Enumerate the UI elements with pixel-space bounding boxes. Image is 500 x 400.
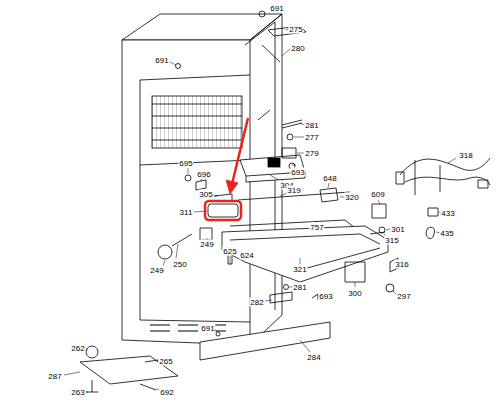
part-262 [86, 346, 98, 358]
callout-number: 319 [286, 186, 301, 195]
part-609 [372, 204, 386, 218]
callout-number: 311 [179, 208, 194, 217]
callout-number: 609 [370, 190, 385, 199]
callout-number: 691 [269, 4, 284, 13]
callout-number: 757 [309, 223, 324, 232]
part-695 [185, 175, 191, 181]
callout-number: 249 [199, 240, 214, 249]
callout-number: 696 [196, 170, 211, 179]
part-250 [172, 234, 192, 246]
callout-number: 250 [172, 260, 187, 269]
screw [176, 64, 181, 69]
part-433 [428, 208, 438, 216]
callout-number: 287 [47, 372, 62, 381]
callout-number: 262 [70, 344, 85, 353]
part-696 [196, 180, 206, 190]
callout-number: 297 [396, 292, 411, 301]
callout-number: 648 [322, 174, 337, 183]
callout-number: 277 [304, 133, 319, 142]
callout-number: 300 [347, 289, 362, 298]
evaporator-coil [152, 96, 242, 148]
callout-number: 693 [290, 168, 305, 177]
drain-pan [222, 226, 388, 282]
callout-number: 318 [458, 151, 473, 160]
part-311 [208, 204, 238, 217]
callout-number: 692 [159, 388, 174, 397]
callout-number: 281 [304, 121, 319, 130]
callout-number: 263 [70, 388, 85, 397]
highlight-box [205, 201, 241, 220]
part-249 [158, 245, 172, 259]
part-692 [140, 384, 156, 390]
bracket-281 [282, 120, 302, 128]
control-knob [268, 158, 280, 167]
callout-number: 249 [149, 266, 164, 275]
callout-number: 624 [239, 251, 254, 260]
part-279 [282, 148, 296, 158]
cabinet-side [122, 40, 250, 345]
part-435 [426, 227, 434, 238]
part-282 [270, 292, 292, 303]
highlight-arrow [232, 118, 248, 184]
control-housing [240, 155, 305, 182]
callout-number: 693 [318, 292, 333, 301]
callout-number: 435 [439, 229, 454, 238]
screw-691 [216, 332, 220, 336]
callout-number: 691 [154, 56, 169, 65]
part-265 [145, 360, 158, 362]
part-249 [200, 228, 212, 240]
highlight-arrowhead [226, 180, 238, 194]
callout-number: 315 [384, 236, 399, 245]
cabinet-inner [140, 75, 250, 322]
callout-number: 280 [290, 44, 305, 53]
callout-number: 281 [292, 283, 307, 292]
part-300 [345, 262, 365, 282]
part-277 [287, 134, 293, 140]
callout-number: 301 [390, 225, 405, 234]
harness-plugs [396, 172, 488, 188]
callout-number: 284 [306, 353, 321, 362]
part-297 [386, 284, 394, 292]
callout-number: 279 [304, 149, 319, 158]
part-648 [320, 188, 338, 202]
part-287 [80, 356, 178, 384]
callout-number: 320 [344, 193, 359, 202]
screw [259, 11, 265, 17]
hinge-pin [262, 45, 280, 62]
callout-number: 691 [200, 324, 215, 333]
leader-line [64, 28, 456, 392]
callout-number: 321 [292, 265, 307, 274]
wire-harness [400, 158, 490, 195]
part-693 [312, 294, 318, 300]
cabinet-top [122, 14, 282, 40]
part-301 [379, 227, 385, 233]
part-263 [86, 380, 98, 392]
part-281 [284, 285, 289, 290]
callout-number: 305 [198, 190, 213, 199]
evaporator-tubes [152, 104, 242, 140]
callout-number: 282 [249, 298, 264, 307]
callout-number: 265 [158, 357, 173, 366]
callout-number: 433 [440, 209, 455, 218]
callout-number: 625 [222, 247, 237, 256]
callout-number: 275 [288, 25, 303, 34]
callout-number: 695 [178, 159, 193, 168]
callout-number: 316 [394, 260, 409, 269]
